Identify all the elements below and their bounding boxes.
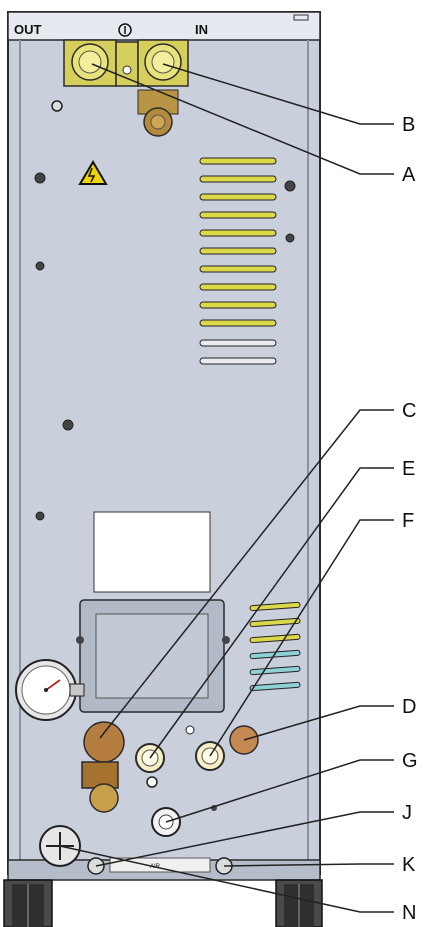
callout-j: J [402, 802, 412, 824]
leader-g [165, 759, 394, 823]
screw [51, 100, 63, 112]
vent-slot [199, 157, 277, 165]
vent-slot [199, 193, 277, 201]
vent-slot [249, 601, 301, 612]
connector-in-inner [151, 50, 175, 74]
leader-c [99, 409, 394, 739]
screw [284, 180, 296, 192]
callout-e: E [402, 458, 415, 480]
warning-icon [78, 160, 108, 185]
screw [285, 233, 295, 243]
screw [62, 419, 74, 431]
in-label: IN [195, 22, 208, 37]
screw [35, 261, 45, 271]
pressure-gauge [15, 659, 85, 721]
callout-d: D [402, 696, 416, 718]
leader-b [162, 63, 394, 125]
vent-slot [199, 357, 277, 365]
screw [35, 511, 45, 521]
screw [34, 172, 46, 184]
cabinet-top-lip [7, 11, 321, 41]
callout-n: N [402, 902, 416, 924]
lower-fitting-nut-inner [150, 114, 166, 130]
leader-a [91, 63, 394, 175]
vent-slot [249, 617, 301, 628]
upper-vent-slots [199, 157, 277, 365]
air-label-plate [109, 857, 211, 873]
leader-n [59, 845, 394, 913]
cabinet-body [7, 11, 321, 875]
callout-c: C [402, 400, 416, 422]
connector-center-bar [115, 41, 139, 87]
vent-slot [199, 283, 277, 291]
connector-out-inner [78, 50, 102, 74]
panel-screws [34, 100, 296, 521]
vent-slot [199, 265, 277, 273]
vent-slot [199, 301, 277, 309]
left-wheel [3, 879, 53, 927]
leader-j [95, 811, 394, 867]
callout-g: G [402, 750, 418, 772]
vent-slot [199, 175, 277, 183]
callout-leaders [59, 63, 394, 913]
vent-slot [199, 229, 277, 237]
out-label: OUT [14, 22, 42, 37]
vent-slot [249, 681, 301, 692]
ground-symbol [118, 23, 132, 37]
top-connector-block [63, 39, 189, 137]
callout-f: F [402, 510, 414, 532]
top-right-slot [293, 14, 309, 21]
vent-slot [199, 247, 277, 255]
cover-plate-inner [95, 613, 209, 699]
cabinet [7, 11, 321, 881]
center-bolt [122, 65, 132, 75]
leader-e [149, 467, 394, 759]
callout-k: K [402, 854, 416, 876]
fitting-c [81, 721, 125, 813]
callout-b: B [402, 114, 415, 136]
vent-slot [249, 633, 301, 644]
screw [222, 636, 230, 644]
leader-d [243, 705, 394, 741]
vent-slot [199, 211, 277, 219]
screw [76, 636, 84, 644]
callout-a: A [402, 164, 416, 186]
info-label-plate [93, 511, 211, 593]
right-wheel [275, 879, 323, 927]
leader-f [209, 519, 394, 757]
vent-slot [199, 339, 277, 347]
vent-slot [199, 319, 277, 327]
leader-k [223, 863, 394, 867]
